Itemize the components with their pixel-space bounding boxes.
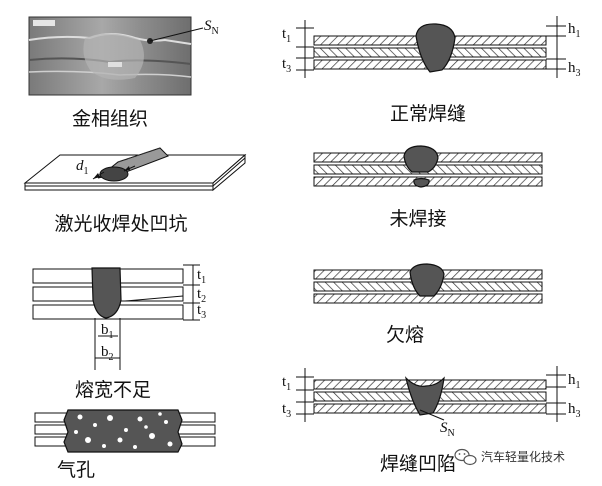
- porosity-caption: 气孔: [57, 459, 95, 481]
- sag-h1-label: h1: [568, 372, 581, 391]
- sag-leader-line: [419, 409, 445, 421]
- watermark-text: 汽车轻量化技术: [481, 449, 565, 464]
- normal-bead: [415, 23, 456, 73]
- normal-h1-label: h1: [568, 21, 581, 40]
- micro-caption: 金相组织: [72, 108, 148, 130]
- underfill-panel: 欠熔: [313, 263, 543, 346]
- micro-sn-label: SN: [204, 18, 219, 37]
- narrow-t3-label: t3: [197, 302, 206, 321]
- micro-leader-line: [149, 27, 204, 42]
- sag-sn-label: SN: [440, 420, 455, 439]
- normal-t1-label: t1: [282, 26, 291, 45]
- crater-d1-label: d1: [76, 158, 89, 177]
- underfill-caption: 欠熔: [386, 324, 424, 346]
- narrow-b1-label: b1: [101, 322, 114, 341]
- sag-bead: [404, 376, 445, 416]
- wechat-icon: [454, 448, 477, 466]
- normal-caption: 正常焊缝: [390, 103, 466, 125]
- porosity-bead: [63, 409, 183, 453]
- sag-panel: t1 t3 h1 h3 SN 焊缝凹陷: [282, 366, 581, 475]
- sag-h3-label: h3: [568, 401, 581, 420]
- sag-caption: 焊缝凹陷: [380, 453, 456, 475]
- narrow-b2-label: b2: [101, 344, 114, 363]
- unwelded-caption: 未焊接: [389, 208, 446, 230]
- narrow-t2-label: t2: [197, 286, 206, 305]
- unwelded-root: [413, 177, 430, 188]
- narrow-t1-label: t1: [197, 267, 206, 286]
- watermark: 汽车轻量化技术: [454, 448, 565, 466]
- narrow-bead: [91, 267, 122, 319]
- sag-t1-label: t1: [282, 374, 291, 393]
- underfill-bead: [409, 263, 445, 297]
- narrow-caption: 熔宽不足: [75, 379, 151, 401]
- micrograph-panel: SN 金相组织: [28, 16, 219, 130]
- porosity-pores: [74, 412, 173, 449]
- narrow-width-panel: t1 t2 t3 b1 b2 熔宽不足: [32, 264, 206, 401]
- crater-panel: d1 激光收焊处凹坑: [23, 147, 247, 235]
- normal-weld-panel: t1 t3 h1 h3 正常焊缝: [282, 16, 581, 125]
- crater-caption: 激光收焊处凹坑: [54, 213, 187, 235]
- unwelded-panel: 未焊接: [313, 145, 543, 230]
- crater-pit: [99, 166, 129, 182]
- normal-t3-label: t3: [282, 56, 291, 75]
- unwelded-top-bead: [403, 145, 439, 173]
- porosity-panel: 气孔: [34, 409, 216, 481]
- sag-t3-label: t3: [282, 401, 291, 420]
- normal-h3-label: h3: [568, 60, 581, 79]
